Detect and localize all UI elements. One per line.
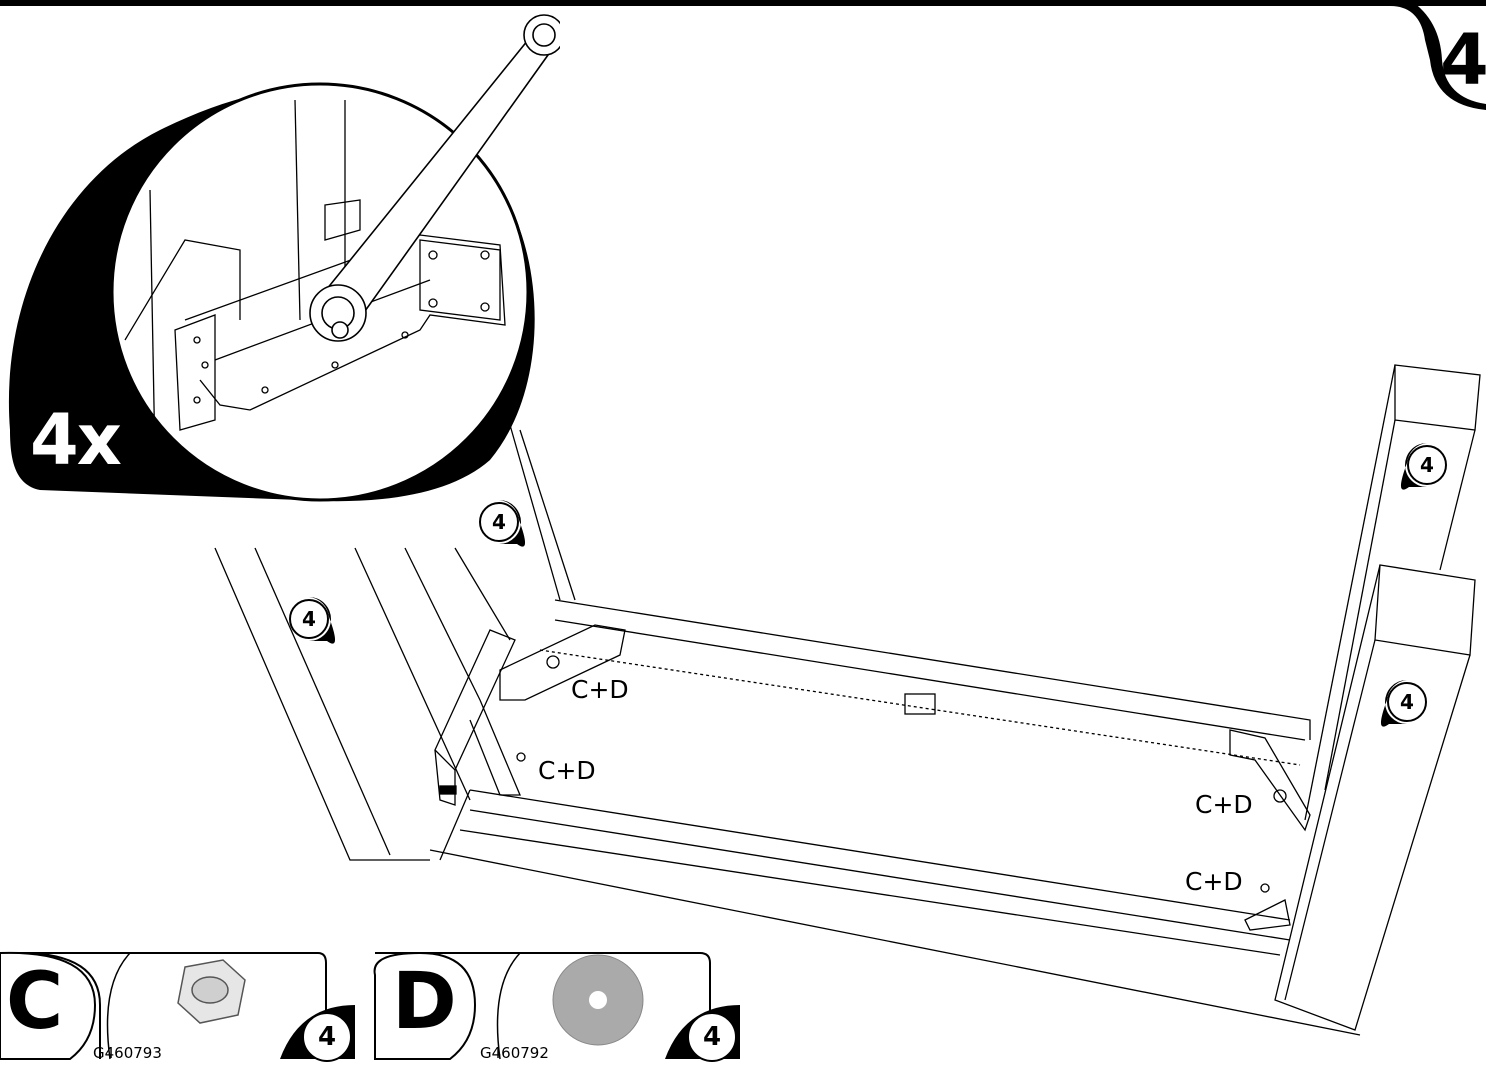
step-reference-badge: 4 — [287, 597, 336, 644]
hex-nut-icon — [177, 959, 246, 1024]
step-reference-badge: 4 — [1400, 443, 1449, 490]
callout-label-c-d: C+D — [571, 675, 629, 704]
part-code: G460793 — [93, 1044, 162, 1062]
part-quantity: 4 — [703, 1022, 722, 1052]
part-quantity: 4 — [318, 1022, 337, 1052]
part-letter: D — [392, 957, 457, 1047]
quantity-multiplier: 4x — [30, 399, 122, 481]
detail-magnifier — [8, 14, 560, 502]
step-number: 4 — [1440, 19, 1486, 101]
washer-icon — [552, 954, 644, 1046]
part-letter: C — [6, 957, 64, 1047]
step-reference-badge: 4 — [1380, 680, 1429, 727]
part-code: G460792 — [480, 1044, 549, 1062]
callout-label-c-d: C+D — [538, 756, 596, 785]
step-reference-badge: 4 — [477, 500, 526, 547]
callout-label-c-d: C+D — [1185, 867, 1243, 896]
callout-label-c-d: C+D — [1195, 790, 1253, 819]
